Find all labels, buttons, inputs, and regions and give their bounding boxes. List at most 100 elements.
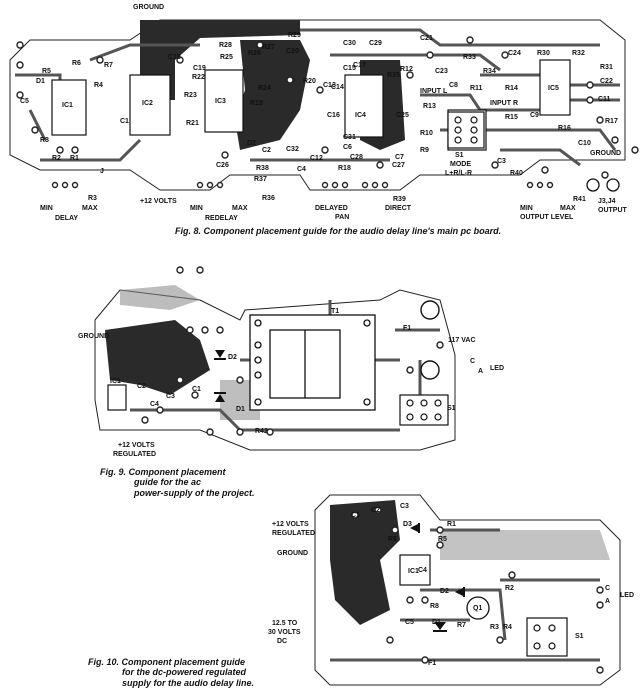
label-r33: R33: [463, 54, 476, 61]
fig10-label-dc: DC: [277, 638, 288, 645]
label-delay: DELAY: [55, 215, 79, 222]
label-r3: R3: [88, 195, 97, 202]
label-r17: R17: [605, 118, 618, 125]
fig10-label-r2: R2: [505, 585, 514, 592]
fig9-caption: Fig. 9. Component placement guide for th…: [100, 467, 255, 498]
label-pan: PAN: [335, 214, 350, 221]
label-redelay: REDELAY: [205, 215, 238, 222]
fig9-label-t1: T1: [331, 308, 340, 315]
label-c6: C6: [343, 144, 352, 151]
label-r15: R15: [505, 114, 518, 121]
label-c27: C27: [392, 162, 405, 169]
fig8-caption: Fig. 8. Component placement guide for th…: [175, 226, 502, 236]
fig10-label-r7: R7: [457, 622, 466, 629]
label-c22: C22: [600, 78, 613, 85]
fig9-caption-line3: power-supply of the project.: [134, 487, 255, 498]
fig8-output-jack: [586, 178, 620, 192]
fig9-label-c3: C3: [166, 393, 175, 400]
fig10-ic: [399, 554, 431, 586]
label-c18: C18: [168, 54, 181, 61]
label-mode: MODE: [450, 161, 471, 168]
label-d1: D1: [36, 78, 45, 85]
label-ic3: IC3: [215, 98, 226, 105]
label-r5: R5: [42, 68, 51, 75]
fig9-label-plus12: +12 VOLTS: [118, 442, 155, 449]
label-r11: R11: [470, 85, 483, 92]
label-r2: R2: [52, 155, 61, 162]
fig10-label-s1: S1: [575, 633, 584, 640]
label-c13: C13: [323, 82, 336, 89]
fig9-diodes: [214, 350, 226, 402]
fig10-copper-plane: [440, 530, 610, 560]
fig9-label-a: A: [478, 368, 484, 375]
label-j: J: [100, 168, 104, 175]
label-s1: S1: [455, 152, 464, 159]
fig10-caption: Fig. 10. Component placement guide for t…: [88, 657, 254, 688]
fig8-mode-switch: [447, 111, 485, 149]
fig10-label-d2: D2: [440, 588, 449, 595]
fig10-label-vin2: 30 VOLTS: [268, 629, 301, 636]
fig10-label-regulated: REGULATED: [272, 530, 316, 537]
label-c5: C5: [20, 98, 29, 105]
label-ic1: IC1: [62, 102, 73, 109]
label-r14: R14: [505, 85, 518, 92]
label-input-l: INPUT L: [420, 88, 448, 95]
fig10-label-ground: GROUND: [277, 550, 309, 557]
fig10-diodes: [410, 523, 465, 632]
label-c17: C17: [353, 62, 366, 69]
label-r4: R4: [94, 82, 103, 89]
label-r12: R12: [400, 66, 413, 73]
fig10-transistor: [466, 596, 490, 620]
label-c32: C32: [286, 146, 299, 153]
fig9-board: [94, 289, 456, 451]
label-r23: R23: [184, 92, 197, 99]
label-c14: C14: [331, 84, 344, 91]
label-ground-right: GROUND: [590, 150, 622, 157]
fig10-ground-copper: [330, 500, 400, 625]
label-r26: R26: [248, 50, 261, 57]
label-r37: R37: [254, 176, 267, 183]
fig10-caption-line2: for the dc-powered regulated: [122, 667, 247, 678]
fig9-big-pads: [420, 300, 440, 380]
label-c20: C20: [286, 48, 299, 55]
label-r22: R22: [192, 74, 205, 81]
label-r28: R28: [219, 42, 232, 49]
label-c4: C4: [297, 166, 306, 173]
label-c1: C1: [120, 118, 129, 125]
label-delayed: DELAYED: [315, 205, 348, 212]
label-ground-top: GROUND: [133, 4, 165, 11]
fig10-label-a: A: [605, 598, 611, 605]
label-r41: R41: [573, 196, 586, 203]
fig9-label-c1: C1: [192, 386, 201, 393]
fig9-ground-copper: [105, 320, 210, 395]
fig9-label-c2: C2: [137, 383, 146, 390]
fig8-traces: [15, 28, 620, 167]
label-r30: R30: [537, 50, 550, 57]
label-c26: C26: [216, 162, 229, 169]
label-r1: R1: [70, 155, 79, 162]
fig10-label-d1: D1: [432, 619, 441, 626]
fig9-label-c4: C4: [150, 401, 159, 408]
fig9-label-f1: F1: [403, 325, 412, 332]
label-c21: C21: [420, 35, 433, 42]
label-output-level: OUTPUT LEVEL: [520, 214, 574, 221]
fig9-label-d2: D2: [228, 354, 237, 361]
fig10-label-c1: C1: [351, 512, 360, 519]
label-c16: C16: [327, 112, 340, 119]
label-min1: MIN: [40, 205, 53, 212]
label-r31: R31: [600, 64, 613, 71]
label-c28: C28: [350, 154, 363, 161]
label-c12: C12: [310, 155, 323, 162]
fig9-label-vac: 117 VAC: [448, 337, 476, 344]
fig10-board: [314, 494, 621, 686]
label-c23: C23: [435, 68, 448, 75]
label-c3: C3: [497, 158, 506, 165]
label-r38: R38: [256, 165, 269, 172]
fig9-label-led: LED: [490, 365, 504, 372]
fig9-label-ground: GROUND: [78, 333, 110, 340]
label-mode-opts: L+R/L-R: [445, 170, 473, 177]
label-ic4: IC4: [355, 112, 366, 119]
label-r25: R25: [220, 54, 233, 61]
label-r21: R21: [186, 120, 199, 127]
